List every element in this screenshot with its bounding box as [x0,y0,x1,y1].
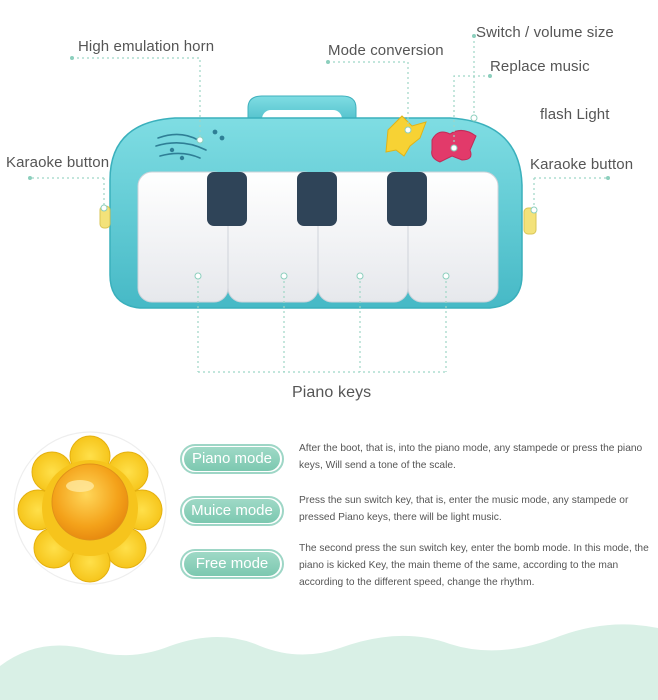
callout-mode-conversion: Mode conversion [328,42,444,59]
callout-flash-light: flash Light [540,106,610,123]
callout-replace-music: Replace music [490,58,590,75]
callout-karaoke-button-left: Karaoke button [6,154,110,171]
sun-switch-icon [13,431,167,585]
bottom-wave-decoration [0,624,658,700]
mode-conversion-button [385,115,427,157]
mode-description-music: Press the sun switch key, that is, enter… [299,495,629,523]
mode-pill-piano: Piano mode [180,444,284,474]
callout-piano-keys: Piano keys [292,384,372,401]
mode-description-piano: After the boot, that is, into the piano … [299,443,643,471]
callout-lines [30,36,608,373]
horn-grille-icon [155,129,225,161]
mode-name: Piano mode [184,447,280,471]
mode-name: Muice mode [184,499,280,523]
callout-high-emulation-horn: High emulation horn [78,38,215,55]
piano-keys [137,171,499,303]
callout-dots [28,34,610,280]
mode-pill-music: Muice mode [180,496,284,526]
mode-description-free: The second press the sun switch key, ent… [299,543,649,588]
piano-toy-body [99,95,537,309]
mode-name: Free mode [184,552,280,576]
karaoke-right-knob [523,207,537,235]
callout-karaoke-button-right: Karaoke button [530,156,634,173]
callout-switch-volume-size: Switch / volume size [476,24,614,41]
mode-pill-free: Free mode [180,549,284,579]
